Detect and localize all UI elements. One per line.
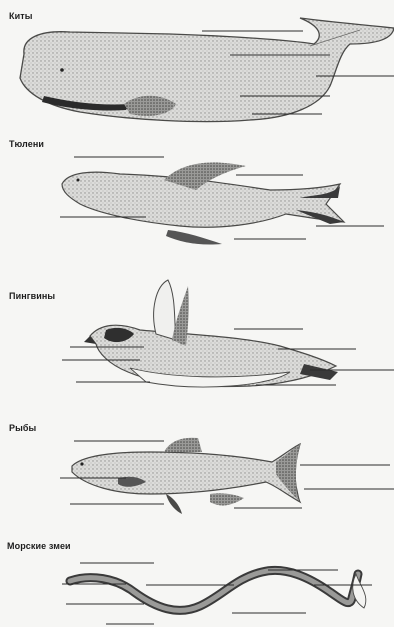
fish-illustration [72, 438, 300, 514]
penguin-illustration [84, 280, 338, 387]
whale-illustration [20, 18, 394, 122]
